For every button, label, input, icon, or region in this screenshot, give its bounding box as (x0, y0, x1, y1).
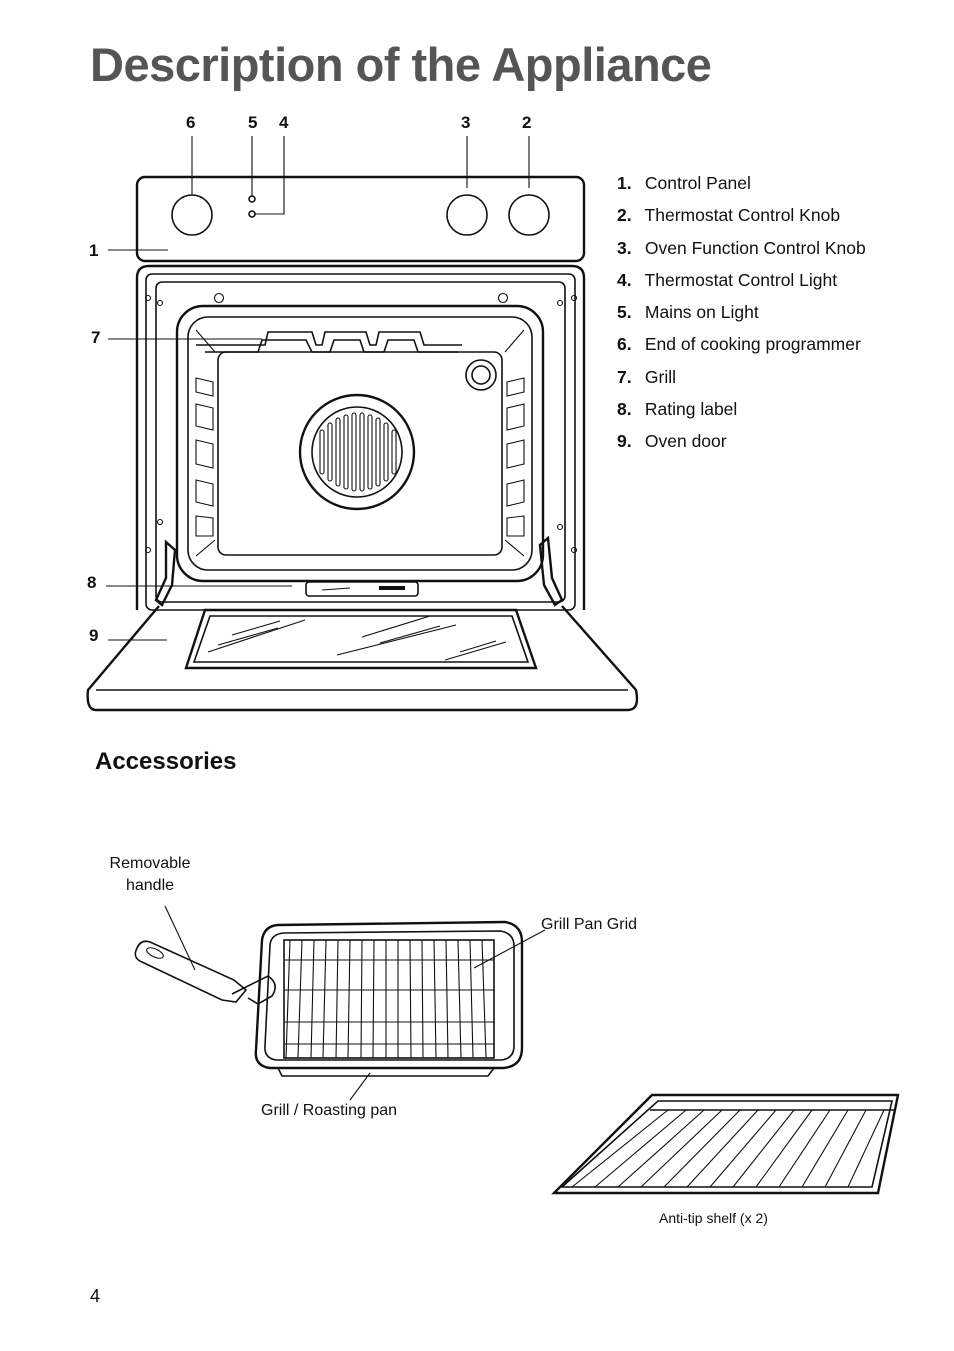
control-panel (135, 175, 586, 263)
callout-9: 9 (89, 626, 99, 645)
list-item: 1. Control Panel (617, 173, 751, 193)
callout-3: 3 (461, 113, 471, 132)
function-knob (446, 194, 488, 236)
list-item: 7. Grill (617, 366, 676, 387)
grill-pan-grid-caption: Grill Pan Grid (541, 916, 638, 933)
anti-tip-shelf (551, 1093, 900, 1195)
callout-6: 6 (186, 113, 196, 132)
callout-4: 4 (279, 113, 289, 132)
list-item: 5. Mains on Light (617, 302, 759, 323)
callout-7: 7 (91, 328, 101, 347)
callout-5: 5 (248, 113, 258, 132)
callout-2: 2 (522, 113, 532, 132)
list-item: 2. Thermostat Control Knob (617, 205, 841, 226)
list-item: 3. Oven Function Control Knob (617, 237, 866, 258)
list-item: 6. End of cooking programmer (617, 334, 861, 355)
page-title: Description of the Appliance (90, 38, 712, 91)
callout-1: 1 (89, 241, 99, 260)
thermostat-knob (508, 194, 550, 236)
accessories-title: Accessories (95, 748, 237, 775)
page-number: 4 (90, 1286, 101, 1306)
oven-door (86, 605, 639, 712)
parts-list: 1. Control Panel 2. Thermostat Control K… (617, 170, 866, 461)
removable-handle-caption: Removable handle (109, 855, 191, 894)
list-item: 8. Rating label (617, 399, 738, 420)
grill-pan (254, 920, 546, 1101)
anti-tip-shelf-caption: Anti-tip shelf (x 2) (659, 1210, 768, 1226)
grill-roasting-pan-caption: Grill / Roasting pan (261, 1102, 398, 1119)
list-item: 9. Oven door (617, 431, 727, 452)
list-item: 4. Thermostat Control Light (617, 269, 838, 290)
callout-8: 8 (87, 573, 97, 592)
removable-handle (134, 905, 276, 1005)
